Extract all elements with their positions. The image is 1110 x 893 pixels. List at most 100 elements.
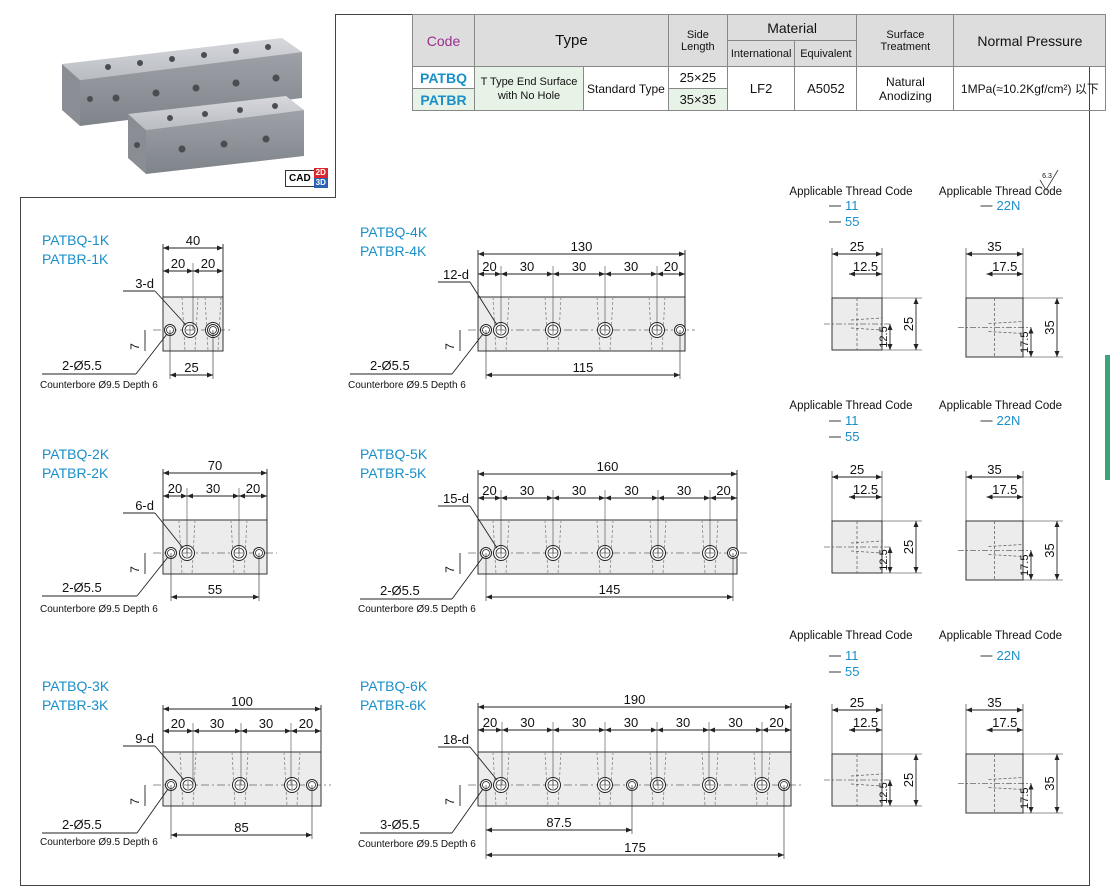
drawing-6-mount-leader (451, 788, 484, 834)
section-3-large-height-arrow-bottom (1054, 807, 1060, 813)
drawing-6-thread-hole-3-inner (652, 779, 664, 791)
drawing-6-seg-3-arrow-right (651, 727, 657, 733)
drawing-6-pitch-mid-label: 87.5 (546, 815, 571, 830)
section-1-small-half-label: 12.5 (853, 259, 878, 274)
drawing-6-hidden-line-5 (753, 751, 771, 807)
section-2-large-half-label: 17.5 (992, 482, 1017, 497)
drawing-5-thread-leader (469, 505, 498, 549)
section-1-small-half-arrow-left (849, 271, 855, 277)
drawing-5-total-arrow-right (731, 471, 737, 477)
drawing-1-total-arrow-left (163, 245, 169, 251)
section-2-small-width-arrow-right (876, 474, 882, 480)
section-1-small-half-h-arrow-bottom (887, 344, 893, 350)
drawing-2-mount-label: 2-Ø5.5 (62, 580, 102, 595)
model-r: PATBR-3K (42, 697, 109, 713)
drawing-3-pitch-arrow-right (306, 832, 312, 838)
drawing-4-mount-leader (451, 333, 484, 375)
drawing-6-seg-2-arrow-right (599, 727, 605, 733)
model-q: PATBQ-1K (42, 232, 110, 248)
drawing-1-seg-0-arrow-right (187, 268, 193, 274)
section-1-large-width-label: 35 (987, 239, 1001, 254)
drawing-6-seg-5-label: 30 (728, 715, 742, 730)
drawing-2-mount-leader (136, 556, 169, 597)
drawing-6-seg-6-arrow-left (762, 727, 768, 733)
material-equivalent: A5052 (794, 66, 858, 111)
drawing-6-hidden-line-2 (596, 751, 614, 807)
drawing-6-total-arrow-left (478, 704, 484, 710)
material-international: LF2 (726, 66, 796, 111)
section-3-large-height-label: 35 (1042, 776, 1057, 790)
drawing-6-total-arrow-right (785, 704, 791, 710)
drawing-1-seg-0-arrow-left (163, 268, 169, 274)
drawing-3-hidden-line-0 (179, 751, 197, 807)
drawing-6-pitch-label: 175 (624, 840, 646, 855)
drawing-4-seg-0-arrow-right (495, 271, 501, 277)
drawing-1-thread-hole-0-inner (184, 324, 196, 336)
side-tab-marker (1105, 355, 1110, 480)
model-q: PATBQ-6K (360, 678, 428, 694)
model-q: PATBQ-5K (360, 446, 428, 462)
drawing-1-seg-0-label: 20 (171, 256, 185, 271)
model-label-3k: PATBQ-3K PATBR-3K (42, 677, 109, 715)
drawing-5-pitch-arrow-left (486, 594, 492, 600)
section-1-small-hidden-h (850, 317, 883, 331)
drawing-6-seg-2-label: 30 (572, 715, 586, 730)
side-25: 25×25 (667, 66, 728, 89)
drawing-3-seg-2-arrow-right (285, 728, 291, 734)
drawing-6-seg-1-arrow-left (502, 727, 508, 733)
drawing-6-pitch-arrow-right (778, 852, 784, 858)
drawing-6-seg-4-arrow-right (703, 727, 709, 733)
drawing-6-seg-3-arrow-left (605, 727, 611, 733)
section-2-large-hidden-h (988, 544, 1024, 557)
section-3-small-code-0: 11 (845, 648, 859, 663)
drawing-3-seg-2-arrow-left (241, 728, 247, 734)
drawing-5-offset-label: 7 (443, 566, 457, 573)
section-3-large-half-arrow-right (1017, 727, 1023, 733)
drawing-1-pitch-arrow-right (207, 372, 213, 378)
drawing-4-seg-4-label: 20 (664, 259, 678, 274)
section-1-large-half-arrow-left (986, 271, 993, 277)
drawing-3-mount-leader (136, 788, 169, 834)
drawing-5-hidden-line-1 (544, 519, 562, 575)
section-3-large-width-label: 35 (987, 695, 1001, 710)
section-2-small-width-label: 25 (850, 462, 864, 477)
drawing-6-thread-leader (469, 746, 498, 781)
code-header: Code (412, 14, 475, 67)
section-1-large-half-h-arrow-bottom (1028, 351, 1034, 357)
section-2-small-hidden-h (850, 540, 883, 554)
drawing-2-hidden-line-0 (178, 519, 196, 575)
section-2-large-width-arrow-left (966, 474, 972, 480)
drawing-6-mount-label: 3-Ø5.5 (380, 817, 420, 832)
section-2-small-half-arrow-right (876, 494, 882, 500)
section-3-small-width-arrow-left (832, 707, 838, 713)
section-3-small-half-h-arrow-top (887, 780, 893, 786)
drawing-2-thread-leader (154, 512, 184, 549)
drawing-5-seg-3-arrow-left (605, 495, 611, 501)
model-r: PATBR-2K (42, 465, 109, 481)
drawing-6-pitch-mid-arrow-right (626, 827, 632, 833)
drawing-1-offset-label: 7 (128, 343, 142, 350)
model-q: PATBQ-3K (42, 678, 110, 694)
model-q: PATBQ-4K (360, 224, 428, 240)
drawing-6-seg-2-arrow-left (553, 727, 559, 733)
drawing-1-thread-label: 3-d (135, 276, 154, 291)
drawing-6-seg-0-arrow-right (496, 727, 502, 733)
product-photo-panel (20, 14, 336, 198)
drawing-2-pitch-arrow-left (171, 594, 177, 600)
drawing-5-mount-leader (451, 556, 484, 600)
drawing-4-hidden-line-0 (492, 296, 510, 352)
drawing-6-counterbore-note: Counterbore Ø9.5 Depth 6 (358, 839, 476, 850)
section-2-large-heading: Applicable Thread Code (939, 400, 1062, 412)
drawing-6-thread-hole-4-inner (704, 779, 716, 791)
material-header: Material (726, 14, 858, 41)
section-1-small-height-label: 25 (901, 317, 916, 331)
section-3-small-width-arrow-right (876, 707, 882, 713)
drawing-3-thread-hole-1-inner (234, 779, 246, 791)
drawing-4-thread-leader (469, 281, 498, 326)
section-1-large-heading: Applicable Thread Code (939, 186, 1062, 198)
drawing-4-seg-1-label: 30 (520, 259, 534, 274)
section-2-large-half-arrow-left (986, 494, 993, 500)
